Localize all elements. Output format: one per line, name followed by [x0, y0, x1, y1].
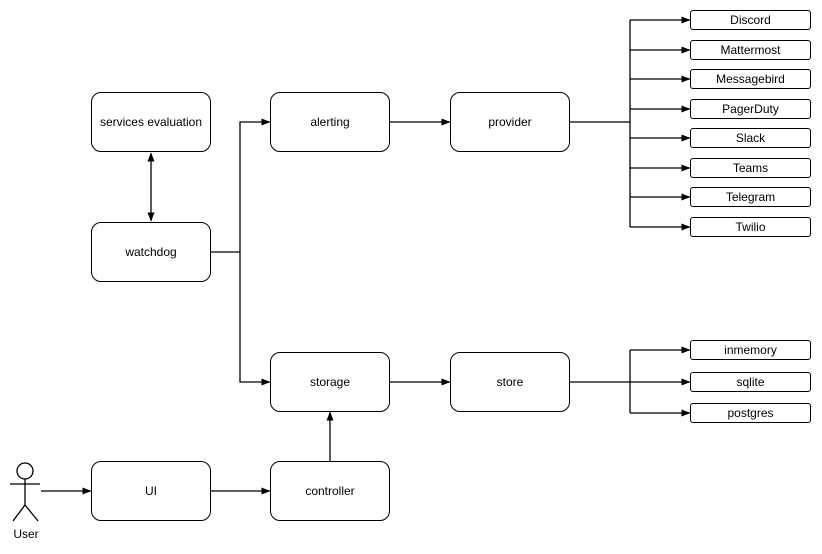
- node-provider-slack: Slack: [690, 128, 811, 148]
- node-provider-messagebird: Messagebird: [690, 69, 811, 89]
- node-services-evaluation: services evaluation: [91, 92, 211, 152]
- edge-watchdog-storage: [239, 252, 271, 386]
- node-alerting: alerting: [270, 92, 390, 152]
- node-provider-pagerduty: PagerDuty: [690, 99, 811, 119]
- node-watchdog: watchdog: [91, 222, 211, 282]
- node-ui: UI: [91, 461, 211, 521]
- node-store-sqlite: sqlite: [690, 372, 811, 392]
- user-actor-icon: [10, 462, 40, 522]
- user-actor-label: User: [13, 527, 39, 541]
- node-provider: provider: [450, 92, 570, 152]
- node-provider-teams: Teams: [690, 158, 811, 178]
- node-provider-mattermost: Mattermost: [690, 40, 811, 60]
- node-provider-twilio: Twilio: [690, 217, 811, 237]
- node-controller: controller: [270, 461, 390, 521]
- node-store: store: [450, 352, 570, 412]
- node-storage: storage: [270, 352, 390, 412]
- node-store-inmemory: inmemory: [690, 340, 811, 360]
- edge-watchdog-alerting: [211, 118, 271, 253]
- node-store-postgres: postgres: [690, 403, 811, 423]
- node-provider-telegram: Telegram: [690, 187, 811, 207]
- node-provider-discord: Discord: [690, 10, 811, 30]
